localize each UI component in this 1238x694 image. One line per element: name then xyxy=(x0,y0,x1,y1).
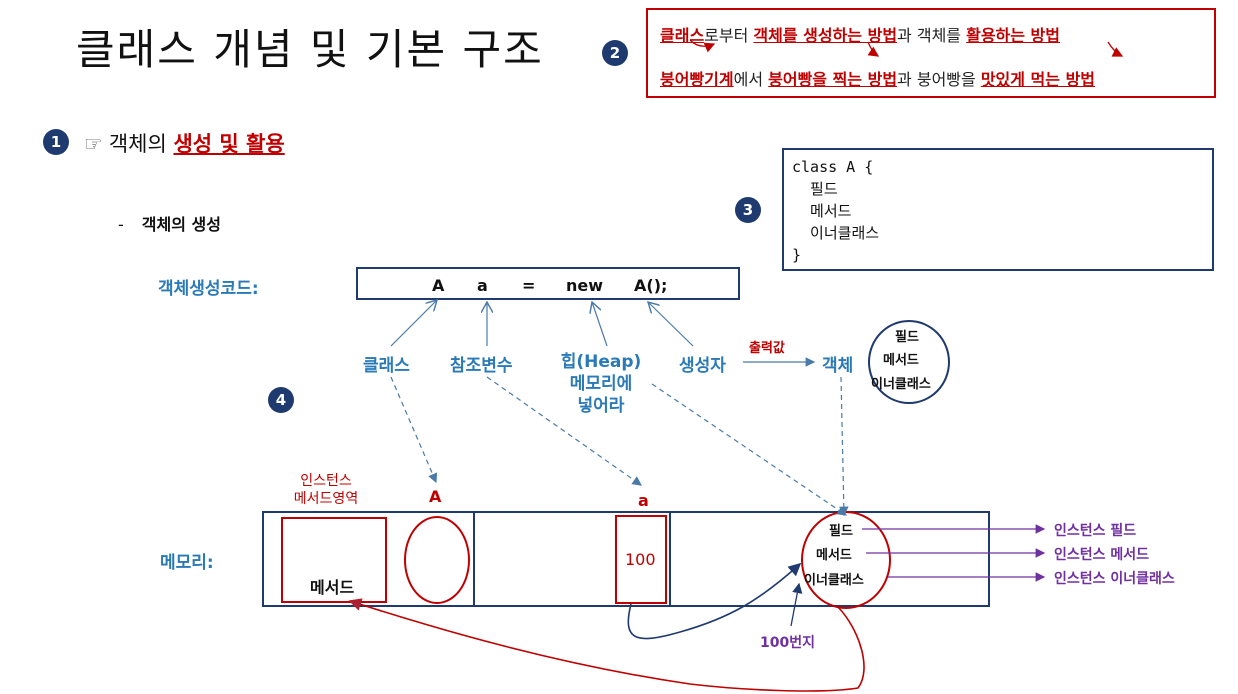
token-class: A xyxy=(432,276,445,295)
summary-class: 클래스 xyxy=(660,26,705,45)
summary-text: 과 붕어빵을 xyxy=(897,70,981,89)
label-class: 클래스 xyxy=(363,356,410,376)
method-area-line: 메서드영역 xyxy=(293,491,359,507)
reference-curve xyxy=(627,562,802,640)
method-text: 메서드 xyxy=(310,578,355,597)
mem-class-name: A xyxy=(429,487,442,506)
label-heap-line: 넣어라 xyxy=(577,396,625,416)
instance-method-label: 인스턴스 메서드 xyxy=(1054,547,1150,563)
summary-use: 활용하는 방법 xyxy=(966,26,1060,45)
summary-text: 과 객체를 xyxy=(897,26,967,45)
object-circle xyxy=(868,320,950,404)
summary-machine: 붕어빵기계 xyxy=(660,70,734,89)
instance-arrows xyxy=(862,524,1046,582)
code-line: } xyxy=(792,246,802,264)
class-code-box: class A { 필드 메서드 이너클래스 } xyxy=(782,148,1214,271)
badge-4: 4 xyxy=(268,387,294,413)
bullet: - xyxy=(118,215,124,234)
section-heading: ☞객체의 생성 및 활용 xyxy=(84,128,285,158)
instance-field-label: 인스턴스 필드 xyxy=(1054,523,1137,539)
summary-stamp: 붕어빵을 찍는 방법 xyxy=(768,70,898,89)
address-label: 100번지 xyxy=(760,635,815,651)
summary-text: 로부터 xyxy=(704,26,754,45)
section-highlight: 생성 및 활용 xyxy=(173,132,285,156)
badge-2: 2 xyxy=(602,40,628,66)
code-line: 필드 xyxy=(792,180,838,198)
heap-method: 메서드 xyxy=(816,548,852,563)
method-area-label: 인스턴스 메서드영역 xyxy=(278,472,374,508)
summary-text: 에서 xyxy=(733,70,769,89)
creation-code-label: 객체생성코드: xyxy=(158,279,259,299)
subsection-text: 객체의 생성 xyxy=(141,215,221,234)
summary-create: 객체를 생성하는 방법 xyxy=(753,26,898,45)
code-line: 이너클래스 xyxy=(792,224,880,242)
token-new: new xyxy=(566,276,604,295)
badge-1: 1 xyxy=(43,129,69,155)
class-oval xyxy=(404,516,470,604)
token-ctor: A(); xyxy=(634,276,668,295)
method-box xyxy=(281,517,387,603)
code-line: 메서드 xyxy=(792,202,852,220)
label-object: 객체 xyxy=(822,356,854,376)
label-heap: 힙(Heap) 메모리에 넣어라 xyxy=(556,351,646,417)
address-arrow xyxy=(790,582,803,627)
label-to-token-arrows xyxy=(390,300,816,367)
badge-3: 3 xyxy=(735,197,761,223)
code-line: class A { xyxy=(792,158,874,176)
label-refvar: 참조변수 xyxy=(450,356,513,376)
instance-inner-label: 인스턴스 이너클래스 xyxy=(1054,571,1175,587)
heap-inner: 이너클래스 xyxy=(804,573,864,588)
summary-line-2: 붕어빵기계에서 붕어빵을 찍는 방법과 붕어빵을 맛있게 먹는 방법 xyxy=(660,66,1095,90)
creation-code-box: A a = new A(); xyxy=(356,267,740,300)
var-box xyxy=(615,515,667,604)
label-heap-line: 메모리에 xyxy=(569,374,633,394)
label-ctor: 생성자 xyxy=(679,356,726,376)
var-value: 100 xyxy=(625,550,656,569)
memory-label: 메모리: xyxy=(160,553,214,573)
method-area-line: 인스턴스 xyxy=(300,473,352,489)
hand-pointer-icon: ☞ xyxy=(84,132,103,156)
summary-box: 클래스로부터 객체를 생성하는 방법과 객체를 활용하는 방법 붕어빵기계에서 … xyxy=(646,8,1216,98)
subsection: -객체의 생성 xyxy=(118,211,221,235)
token-eq: = xyxy=(522,276,536,295)
object-field: 필드 xyxy=(895,330,919,345)
method-link-curve xyxy=(348,598,865,692)
summary-eat: 맛있게 먹는 방법 xyxy=(980,70,1096,89)
page-title: 클래스 개념 및 기본 구조 xyxy=(76,25,544,74)
heap-field: 필드 xyxy=(829,524,853,539)
summary-hook-arrows xyxy=(689,39,1124,57)
dashed-memory-arrows xyxy=(390,376,849,517)
summary-line-1: 클래스로부터 객체를 생성하는 방법과 객체를 활용하는 방법 xyxy=(660,22,1060,46)
mem-var-name: a xyxy=(638,491,649,510)
object-inner: 이너클래스 xyxy=(871,377,931,392)
label-heap-line: 힙(Heap) xyxy=(560,352,642,372)
section-prefix: 객체의 xyxy=(108,132,174,156)
token-var: a xyxy=(477,276,488,295)
object-method: 메서드 xyxy=(883,353,919,368)
label-output: 출력값 xyxy=(749,341,785,356)
